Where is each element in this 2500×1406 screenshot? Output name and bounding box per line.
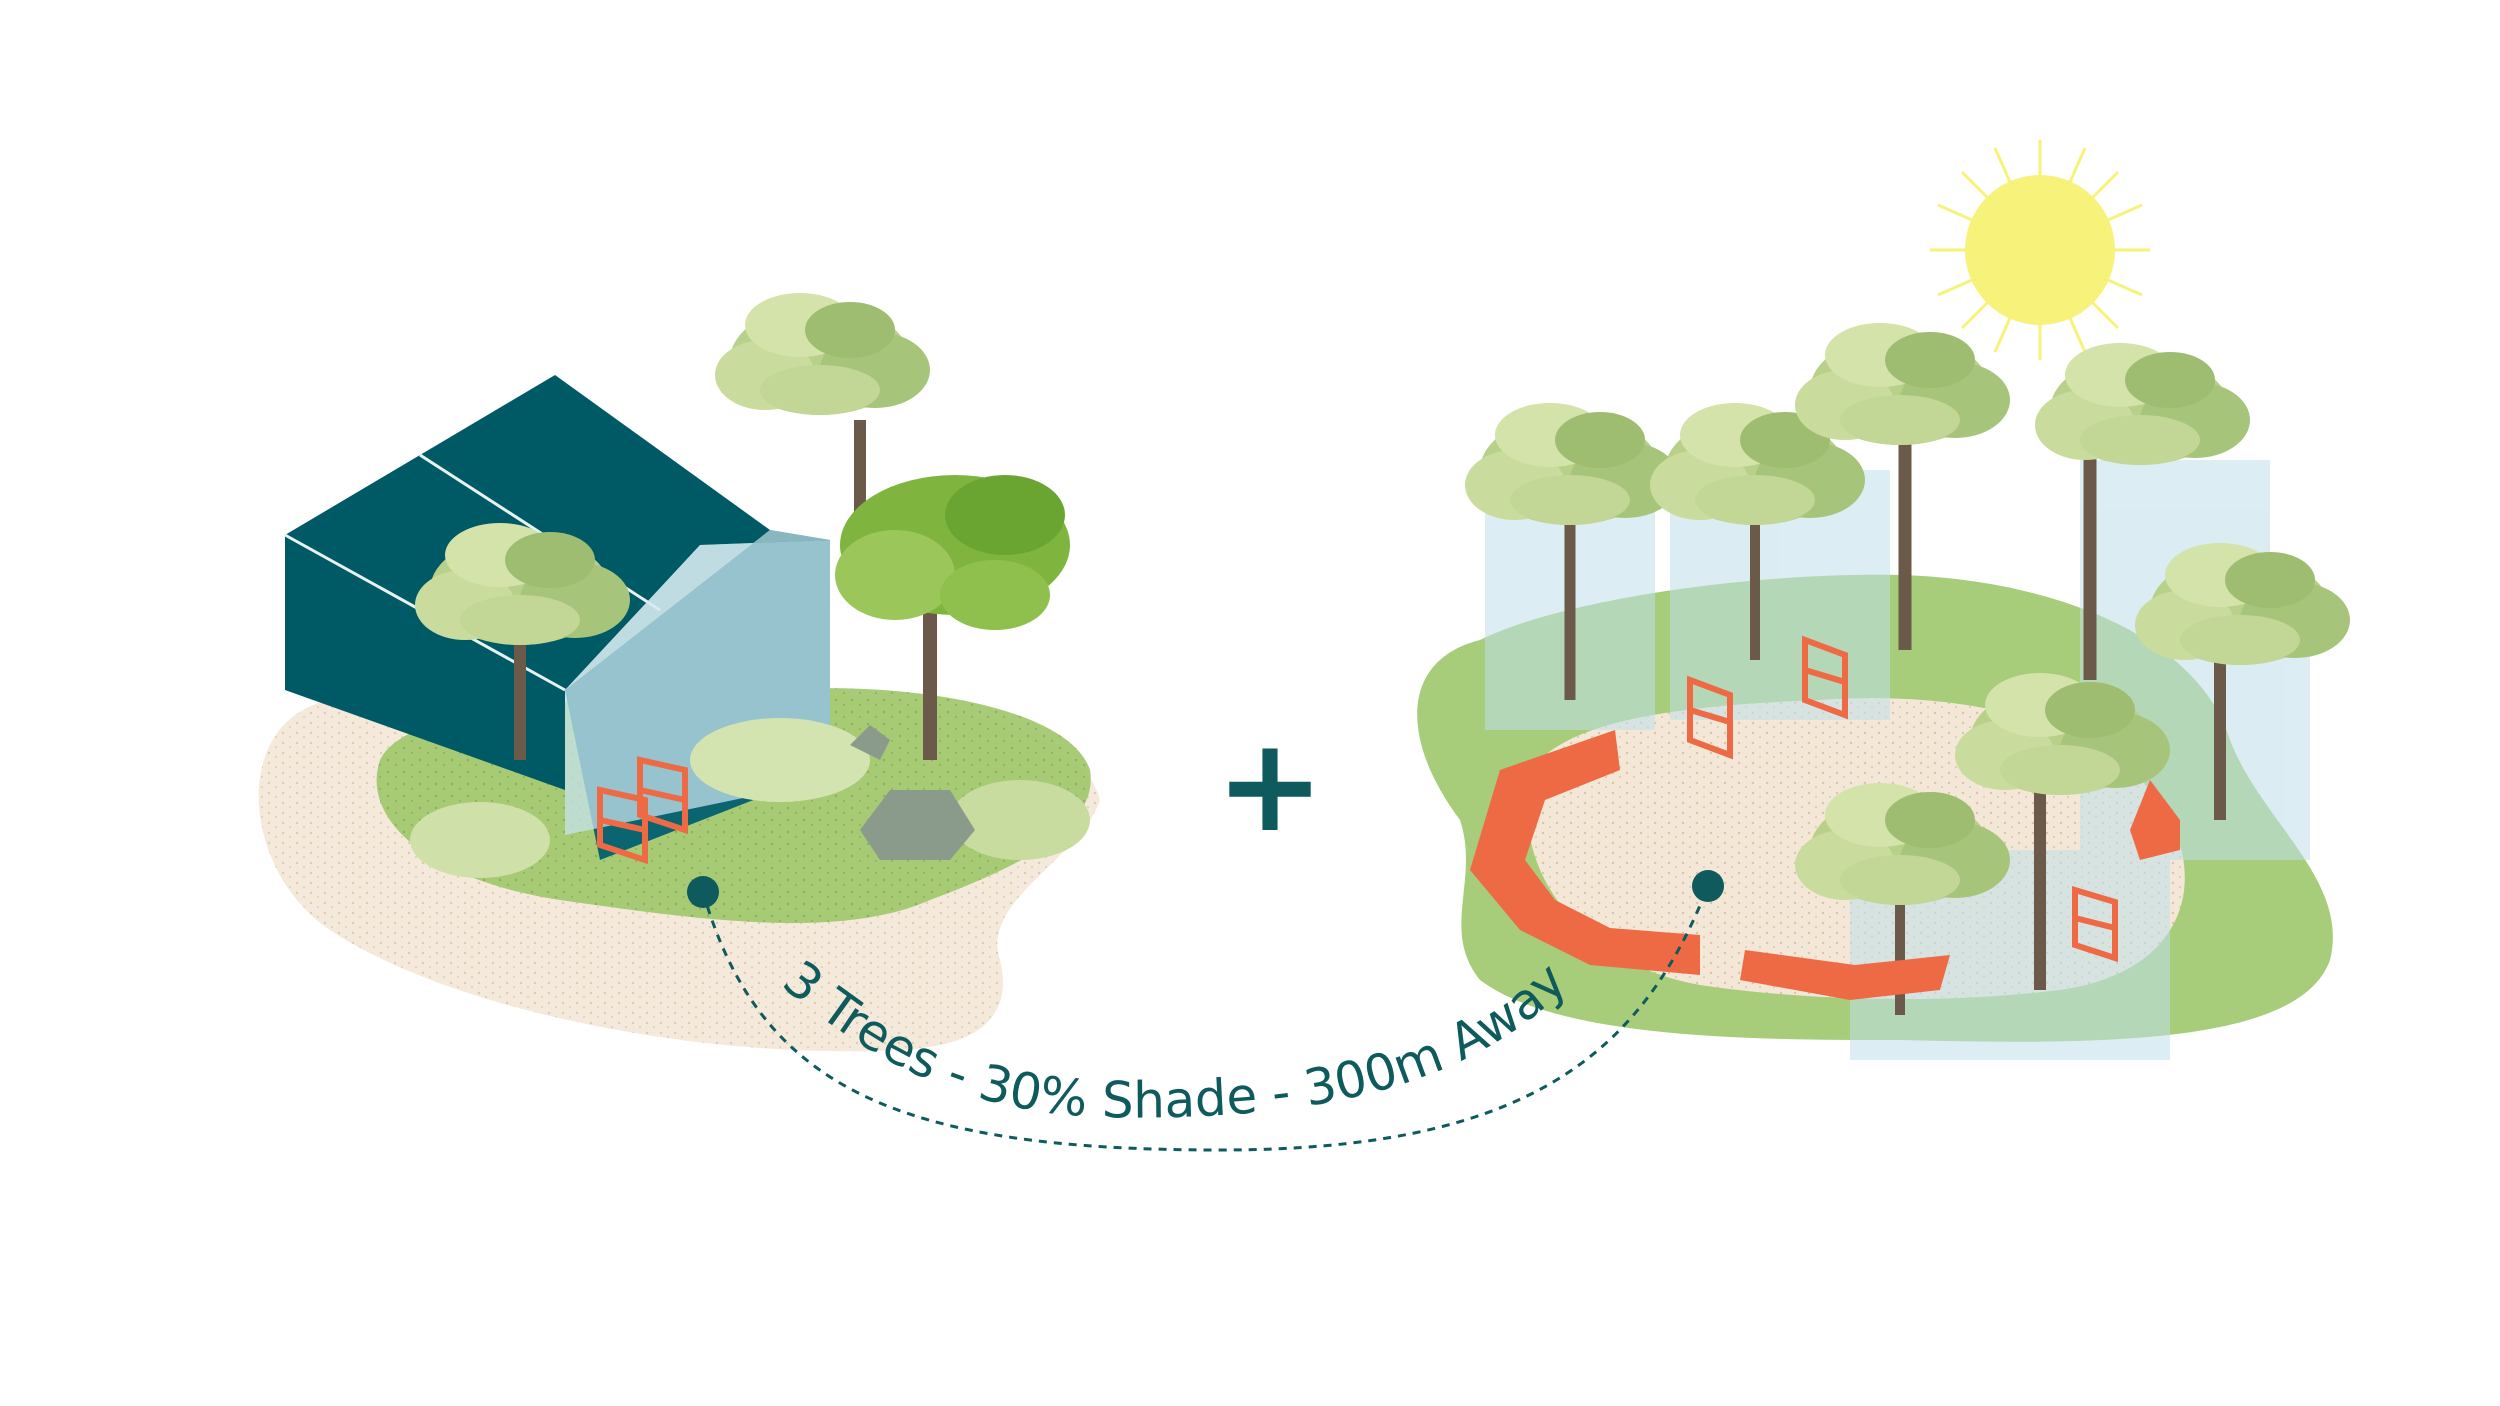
- rock-icon: [850, 725, 975, 860]
- tree-icon: [1650, 403, 1865, 660]
- sun-icon: [1930, 140, 2150, 360]
- plus-sign: +: [1216, 709, 1325, 861]
- connector-arc: [701, 885, 1710, 1152]
- tree-icon: [1955, 673, 2170, 990]
- left-scene: [258, 293, 1100, 1052]
- tree-icon: [1795, 323, 2010, 650]
- chair-icon: [597, 756, 688, 865]
- tree-icon: [835, 475, 1070, 760]
- right-scene: [1417, 140, 2350, 1060]
- chair-icon: [1687, 635, 2118, 963]
- tree-icon: [2035, 343, 2250, 680]
- shrub-icon: [410, 718, 1090, 878]
- destination-marker: [1692, 870, 1724, 902]
- tree-icon: [2135, 543, 2350, 820]
- bench-icon: [1470, 730, 2180, 1000]
- tree-icon: [415, 523, 630, 760]
- tree-icon: [1465, 403, 1680, 700]
